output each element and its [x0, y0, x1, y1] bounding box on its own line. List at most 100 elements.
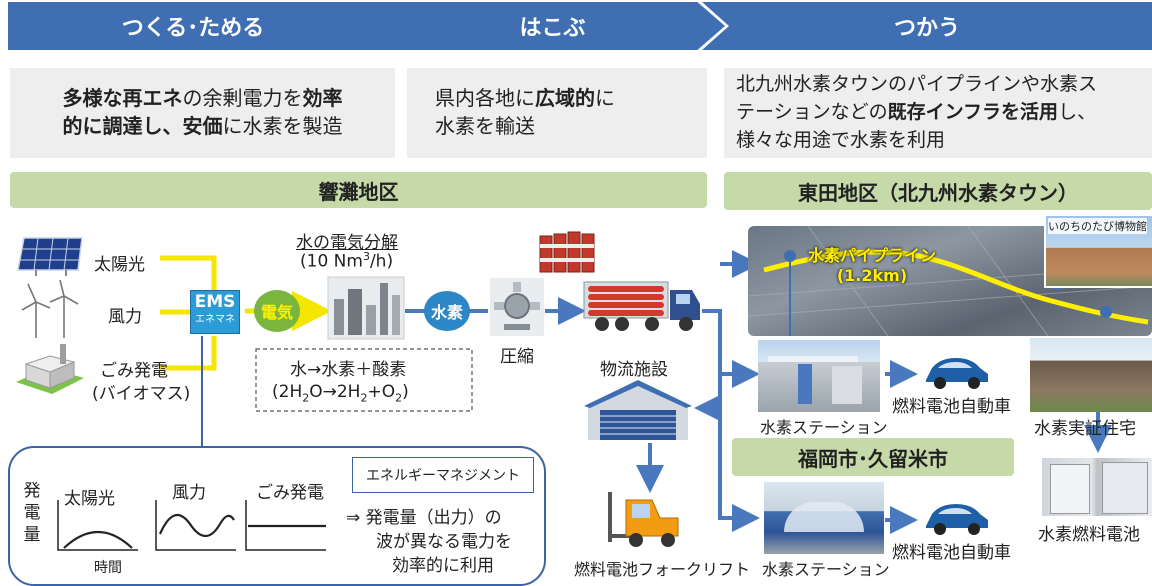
chart-note-line2: 波が異なる電力を [376, 532, 512, 552]
desc-text: テーションなどの [736, 101, 888, 123]
desc-tsukuru-line2: 的に調達し、安価に水素を製造 [10, 112, 395, 140]
desc-tsukuru-line1: 多様な再エネの余剰電力を効率 [10, 84, 395, 112]
electricity-label: 電気 [260, 303, 293, 322]
hydrogen-truck-icon [583, 281, 700, 331]
fuelcell-label: 水素燃料電池 [1038, 525, 1140, 545]
header-tsukau-label: つかう [893, 16, 960, 41]
hydrogen-badge: 水素 [424, 291, 470, 331]
electrolyzer-icon [327, 276, 405, 340]
energy-management-label: エネルギーマネジメント [366, 468, 520, 484]
desc-text: に [595, 86, 615, 110]
energy-management-box: エネルギーマネジメント [352, 457, 534, 493]
source-waste-label1: ごみ発電 [100, 361, 168, 381]
electricity-badge: 電気 [254, 290, 300, 332]
forklift-label: 燃料電池フォークリフト [574, 560, 751, 579]
desc-text: 広域的 [535, 86, 595, 110]
pipeline-label-line2: (1.2km) [836, 266, 908, 285]
reaction-line2: (2H2O→2H2+O2) [272, 382, 409, 405]
power-curves [57, 500, 326, 551]
desc-text: 既存インフラを活用 [887, 101, 1059, 123]
desc-tsukau-line1: 北九州水素タウンのパイプラインや水素ス [736, 73, 1098, 95]
demo-house-photo [1030, 338, 1152, 412]
region-fukuoka-label: 福岡市･久留米市 [798, 446, 948, 471]
reaction-line1: 水→水素＋酸素 [290, 360, 407, 380]
electrolysis-rate-suffix: /h) [369, 251, 394, 272]
electrolysis-rate-prefix: (10 Nm [300, 251, 363, 272]
station2-label: 水素ステーション [762, 560, 890, 579]
fuel-cell-car-icon-2 [926, 504, 988, 535]
museum-photo: いのちのたび博物館 [1044, 214, 1152, 288]
desc-text: 県内各地に [435, 86, 535, 110]
desc-box-tsukuru: 多様な再エネの余剰電力を効率 的に調達し、安価に水素を製造 [10, 68, 395, 158]
ems-subtitle: エネマネ [195, 314, 235, 325]
source-solar-label: 太陽光 [94, 255, 145, 275]
chart-note-line3: 効率的に利用 [392, 556, 494, 576]
electrolysis-rate-sup: 3 [362, 250, 370, 263]
chart-note-line1: ⇒ 発電量（出力）の [346, 508, 502, 528]
header-tsukuru-label: つくる･ためる [121, 16, 265, 41]
logistics-label: 物流施設 [600, 360, 668, 380]
solar-panel-icon [17, 237, 83, 276]
header-tsukuru: つくる･ためる [8, 2, 408, 50]
source-wind-label: 風力 [108, 307, 142, 327]
chart-solar-title: 太陽光 [64, 489, 115, 509]
pipeline-label-line1: 水素パイプライン [808, 246, 937, 265]
fcv2-label: 燃料電池自動車 [892, 543, 1011, 563]
region-hibiki: 響灘地区 [10, 172, 707, 208]
region-fukuoka: 福岡市･久留米市 [732, 438, 1014, 476]
desc-tsukau-line3: 様々な用途で水素を利用 [736, 129, 946, 151]
chart-ylabel-char: 発 [23, 481, 41, 501]
station-pump [832, 366, 862, 404]
desc-hakobu-line1: 県内各地に広域的に [435, 84, 707, 112]
header-hakobu: はこぶ [380, 2, 725, 50]
desc-tsukau-line2: テーションなどの既存インフラを活用し、 [736, 98, 1152, 126]
header-tsukau: つかう [702, 2, 1152, 50]
hydrogen-station-photo-2 [764, 482, 884, 554]
electrolysis-rate: (10 Nm3/h) [300, 250, 393, 272]
chart-xlabel: 時間 [94, 560, 122, 576]
hydrogen-station-photo-1 [758, 340, 880, 412]
desc-hakobu-line2: 水素を輸送 [435, 114, 535, 138]
chart-wind-title: 風力 [172, 483, 206, 503]
chart-ylabel: 発 電 量 [22, 480, 42, 546]
hydrogen-label: 水素 [430, 303, 463, 322]
desc-text: し、 [1058, 101, 1097, 123]
desc-text: 多様な [62, 86, 123, 110]
fuel-cell-unit [1102, 462, 1148, 514]
chart-ylabel-char: 量 [23, 525, 41, 545]
fuel-cell-car-icon-1 [926, 358, 988, 389]
region-higashida-label: 東田地区（北九州水素タウン） [798, 180, 1078, 205]
station1-label: 水素ステーション [760, 418, 888, 437]
desc-text: の余剰電力を [182, 86, 303, 110]
fcv1-label: 燃料電池自動車 [892, 397, 1011, 417]
desc-box-tsukau: 北九州水素タウンのパイプラインや水素ス テーションなどの既存インフラを活用し、 … [724, 68, 1152, 158]
desc-text: 効率 [302, 86, 343, 110]
compressor-icon [490, 278, 544, 336]
desc-text: に水素を製造 [222, 114, 343, 138]
forklift-icon [608, 492, 679, 547]
station2-dome [784, 502, 864, 532]
desc-box-hakobu: 県内各地に広域的に 水素を輸送 [407, 68, 707, 158]
source-waste-label2: (バイオマス) [92, 384, 191, 404]
ems-title: EMS [194, 292, 236, 312]
header-hakobu-label: はこぶ [519, 16, 586, 41]
pipeline-label: 水素パイプライン (1.2km) [808, 242, 936, 285]
wind-turbine-icon [21, 280, 79, 338]
compress-label: 圧縮 [500, 347, 534, 367]
waste-plant-icon [16, 344, 84, 394]
region-higashida: 東田地区（北九州水素タウン） [724, 172, 1152, 210]
ems-box: EMS エネマネ [190, 290, 240, 334]
chart-waste-title: ごみ発電 [256, 483, 324, 503]
electrolysis-title: 水の電気分解 [296, 233, 398, 253]
hydrogen-cylinders-icon [539, 231, 595, 273]
warehouse-icon [584, 380, 692, 440]
fuel-cell-unit-photo [1042, 458, 1152, 516]
desc-text: 再エネ [122, 86, 183, 110]
house-label: 水素実証住宅 [1034, 419, 1136, 439]
station-canopy [768, 356, 858, 362]
station-pump [798, 364, 812, 404]
chart-ylabel-char: 電 [23, 503, 41, 523]
museum-label: いのちのたび博物館 [1048, 218, 1147, 234]
region-hibiki-label: 響灘地区 [318, 179, 399, 204]
desc-text: 的に調達し、安価 [62, 114, 223, 138]
